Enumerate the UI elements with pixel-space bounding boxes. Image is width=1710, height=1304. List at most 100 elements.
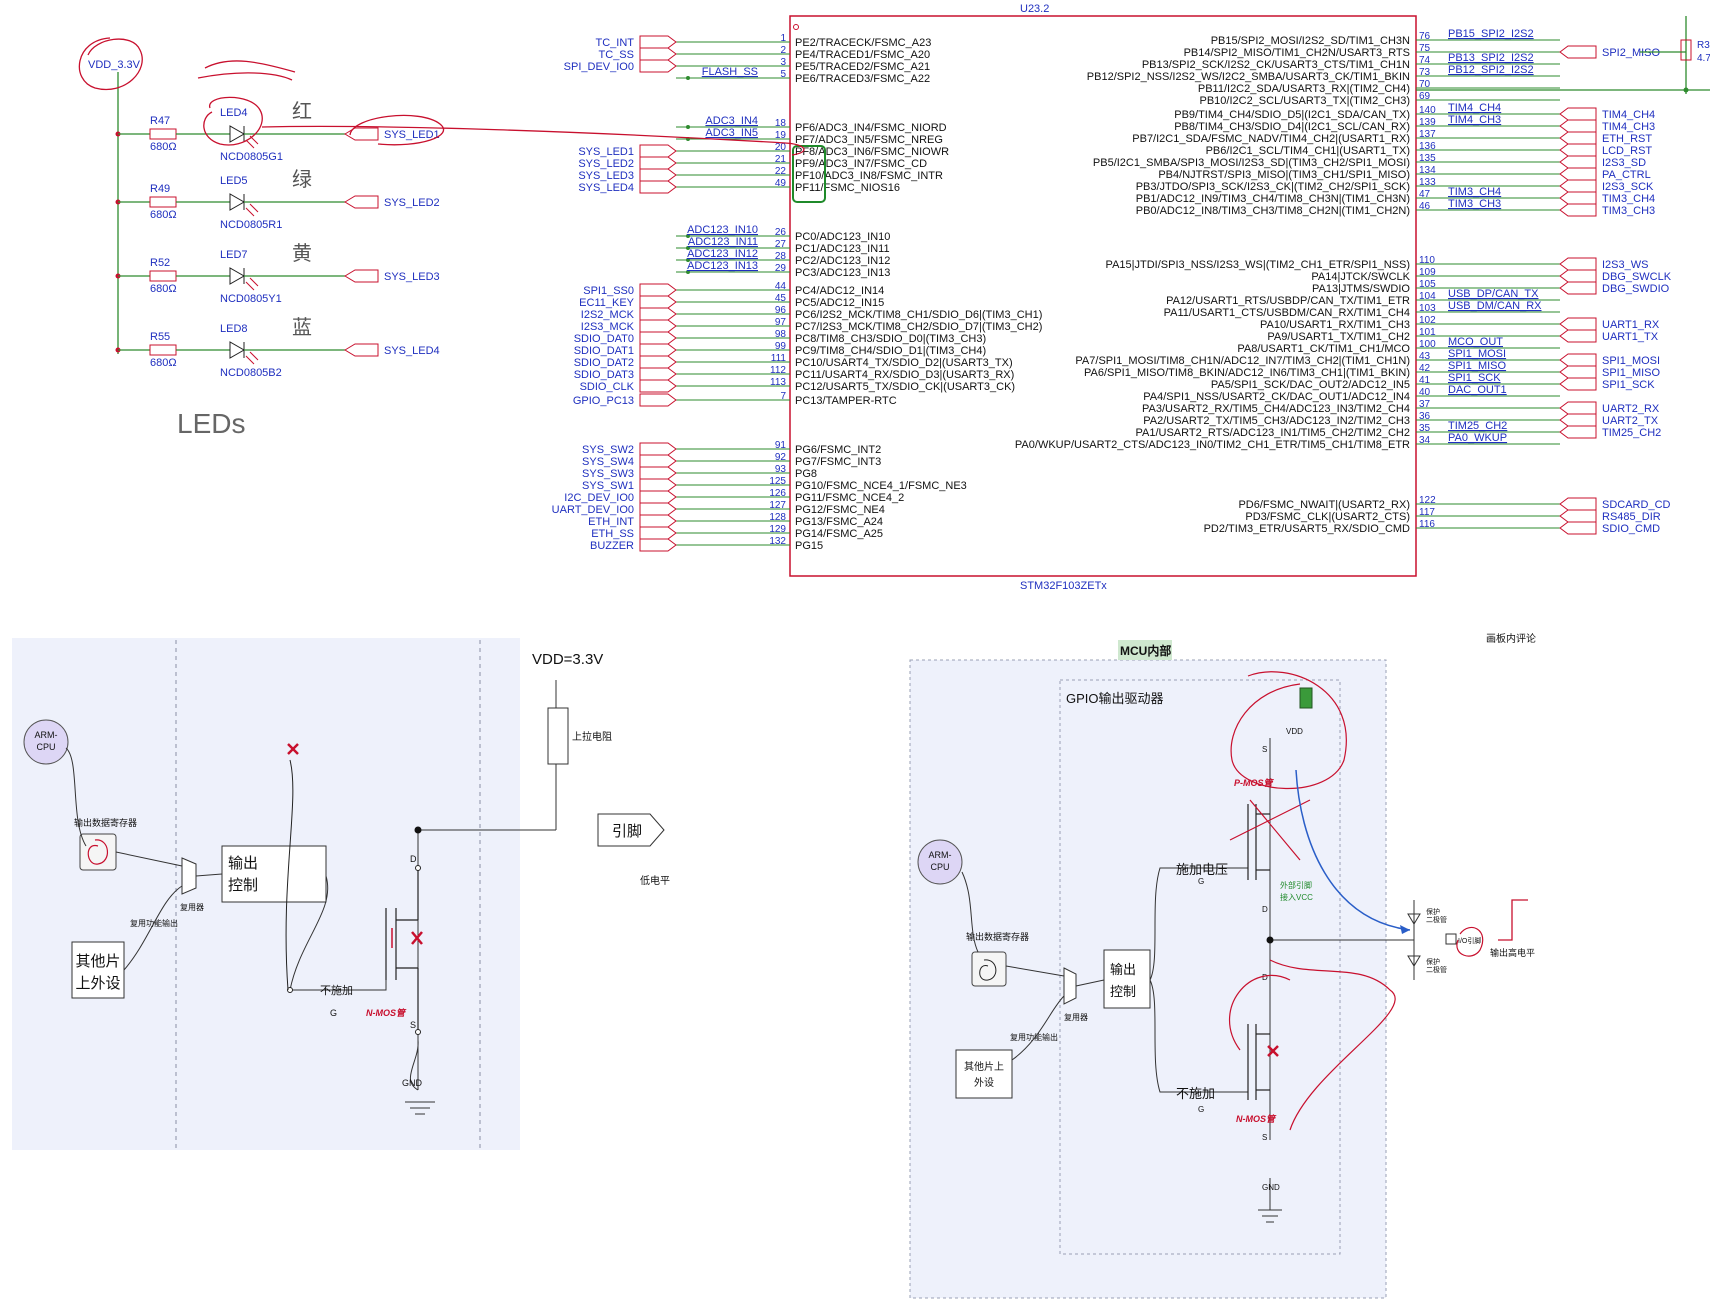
- pin-function: PF7/ADC3_IN5/FSMC_NREG: [795, 134, 943, 146]
- net-label: PB13_SPI2_I2S2: [1448, 52, 1534, 64]
- port-label: DBG_SWDIO: [1602, 283, 1670, 295]
- net-port: [1559, 143, 1597, 157]
- net-port: [639, 168, 677, 182]
- port-label: I2S3_SCK: [1602, 181, 1654, 193]
- output-control-line2: 控制: [1110, 984, 1136, 999]
- r3-label: R3: [1697, 40, 1710, 51]
- net-port: [639, 478, 677, 492]
- net-label: TIM3_CH4: [1448, 186, 1501, 198]
- net-port: [639, 367, 677, 381]
- port-label: TIM3_CH3: [1602, 205, 1655, 217]
- pin-number: 96: [775, 305, 787, 316]
- pin-number: 137: [1419, 129, 1436, 140]
- source-node: [415, 1029, 421, 1035]
- led-icon: [229, 267, 246, 285]
- open-drain-diagram: ARM- CPU 输出数据寄存器 其他片 上外设 复用功能输出 复用器 输出 控…: [12, 630, 690, 1150]
- port-label: TIM25_CH2: [1602, 427, 1661, 439]
- net-label: SYS_LED3: [384, 271, 440, 283]
- vdd-label: VDD: [1286, 727, 1303, 736]
- port-label: TIM4_CH3: [1602, 121, 1655, 133]
- output-control-line2: 控制: [228, 877, 258, 894]
- arrowhead-icon: [1400, 925, 1410, 934]
- resistor-value: 680Ω: [150, 209, 177, 221]
- output-control-box: [221, 845, 327, 903]
- output-control-line1: 输出: [228, 855, 258, 872]
- net-port: [639, 283, 677, 297]
- port-label: SDCARD_CD: [1602, 499, 1671, 511]
- scribble-annotation: [197, 60, 296, 81]
- pin-function: PD6/FSMC_NWAIT|(USART2_RX): [1238, 499, 1410, 511]
- current-arrow: [1295, 769, 1411, 931]
- low-level-label: 低电平: [640, 874, 670, 887]
- net-port: [1559, 45, 1597, 59]
- net-port: [1559, 269, 1597, 283]
- net-label: SYS_SW4: [582, 456, 634, 468]
- gpio-title: GPIO输出驱动器: [1066, 691, 1164, 706]
- net-port: [639, 526, 677, 540]
- gnd-label: GND: [402, 1078, 423, 1088]
- led-trace-annotation: [261, 125, 805, 156]
- pin-number: 116: [1419, 519, 1435, 530]
- pin-function: PC4/ADC12_IN14: [795, 285, 884, 297]
- led-icon: [229, 193, 246, 211]
- net-port: [1559, 521, 1597, 535]
- net-label: DAC_OUT1: [1448, 384, 1507, 396]
- port-label: DBG_SWCLK: [1602, 271, 1672, 283]
- stm32-schematic: VDD_3.3V LEDs R47680ΩLED4NCD0805G1红SYS_L…: [78, 3, 1710, 592]
- port-label: I2S3_WS: [1602, 259, 1648, 271]
- junction: [1683, 87, 1689, 93]
- pin-number: 129: [769, 524, 786, 535]
- pin-number: 3: [780, 57, 786, 68]
- net-port: [639, 307, 677, 321]
- net-label: ETH_SS: [591, 528, 634, 540]
- arm-cpu-node: [917, 839, 963, 885]
- chip-pin: PB4/NJTRST/SPI3_MISO|(TIM3_CH1/SPI1_MISO…: [1158, 165, 1650, 181]
- pin-number: 127: [769, 500, 786, 511]
- pin-number: 117: [1419, 507, 1435, 518]
- net-label: I2C_DEV_IO0: [564, 492, 634, 504]
- chip-pin: PA0/WKUP/USART2_CTS/ADC123_IN0/TIM2_CH1_…: [1015, 432, 1560, 451]
- gnd-label: GND: [1262, 1183, 1280, 1192]
- peripheral-line1: 其他片: [75, 953, 120, 970]
- pin-number: 140: [1419, 105, 1436, 116]
- port-label: SPI1_SCK: [1602, 379, 1655, 391]
- pin-function: PA9/USART1_TX/TIM1_CH2: [1267, 331, 1410, 343]
- port-label: UART1_TX: [1602, 331, 1659, 343]
- r3-resistor: [1680, 39, 1692, 61]
- pin-number: 105: [1419, 279, 1436, 290]
- net-label: GPIO_PC13: [573, 395, 634, 407]
- led-color-label: 蓝: [292, 316, 312, 339]
- pin-number: 22: [775, 166, 787, 177]
- gate-label: G: [330, 1008, 337, 1018]
- pin-function: PB10/I2C2_SCL/USART3_TX|(TIM2_CH3): [1199, 95, 1410, 107]
- net-label: TC_INT: [596, 37, 635, 49]
- port-label: TIM3_CH4: [1602, 193, 1655, 205]
- net-end: [686, 234, 690, 238]
- pin-function: PG6/FSMC_INT2: [795, 444, 881, 456]
- pin-function: PA10/USART1_RX/TIM1_CH3: [1260, 319, 1410, 331]
- led-color-label: 绿: [292, 168, 312, 191]
- diode-icon: [1407, 913, 1421, 925]
- wires: [961, 738, 1414, 1223]
- net-label: ADC3_IN5: [705, 127, 758, 139]
- net-label: TIM4_CH3: [1448, 114, 1501, 126]
- net-port: [639, 379, 677, 393]
- led4-circle-annotation: [203, 96, 263, 146]
- board-comment-link[interactable]: 画板内评论: [1486, 632, 1536, 645]
- pin-number: 102: [1419, 315, 1436, 326]
- arm-cpu-node: [23, 719, 69, 765]
- net-label: SDIO_DAT1: [574, 345, 634, 357]
- net-label: MCO_OUT: [1448, 336, 1503, 348]
- resistor-ref: R49: [150, 183, 170, 195]
- net-label: ADC123_IN10: [687, 224, 758, 236]
- leds-title: LEDs: [177, 408, 245, 439]
- chip-pin: PA2/USART2_TX/TIM5_CH3/ADC123_IN2/TIM2_C…: [1143, 411, 1658, 427]
